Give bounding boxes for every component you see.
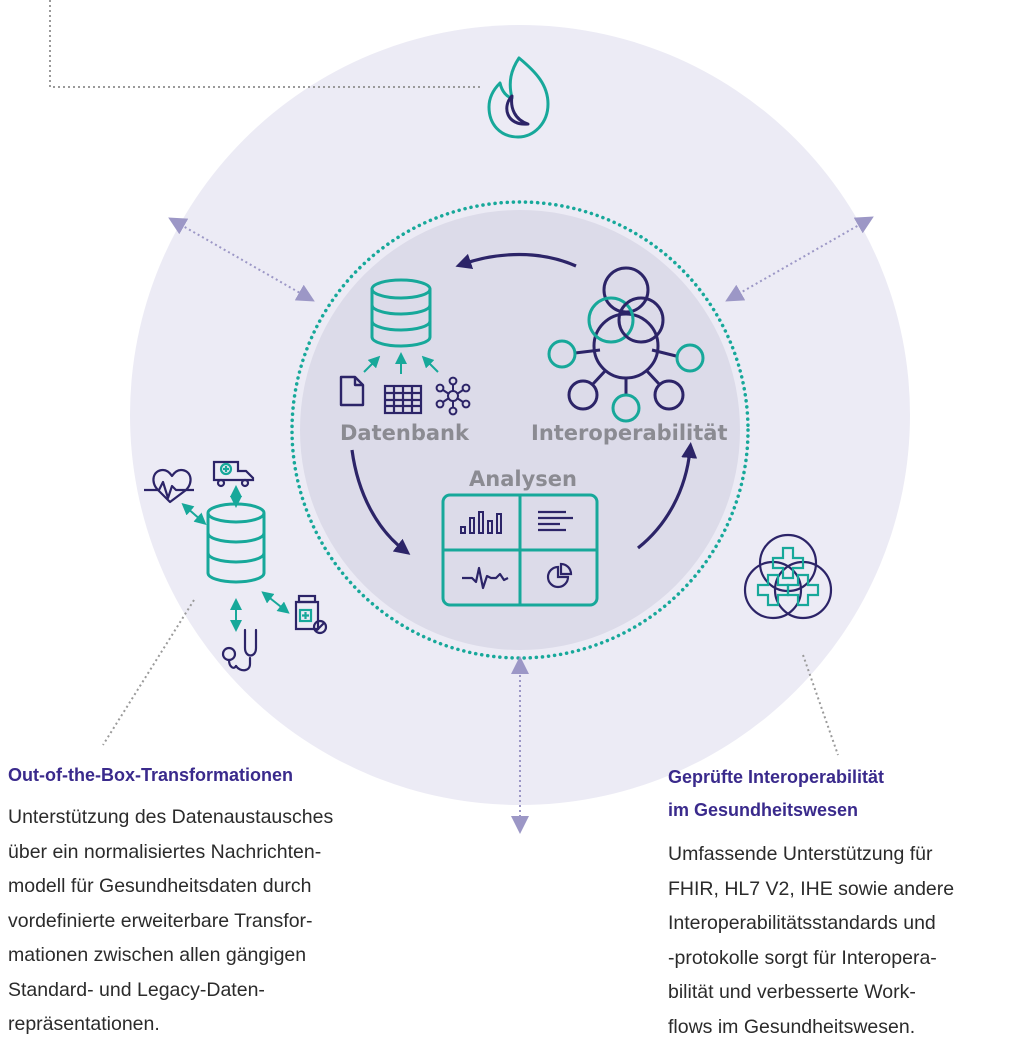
left-body-line: vordefinierte erweiterbare Transfor- [8,904,388,939]
analysen-label: Analysen [469,467,577,491]
left-body-line: über ein normalisiertes Nachrichten- [8,835,388,870]
right-block-title-line: im Gesundheitswesen [668,794,1003,827]
right-body-line: FHIR, HL7 V2, IHE sowie andere [668,872,1003,907]
left-body-line: Standard- und Legacy-Daten- [8,973,388,1008]
datenbank-label: Datenbank [340,421,470,445]
interoperabilitaet-label: Interoperabilität [531,421,728,445]
left-text-connector [103,600,194,745]
left-body-line: repräsentationen. [8,1007,388,1042]
left-body-line: modell für Gesundheitsdaten durch [8,869,388,904]
right-body-line: -protokolle sorgt für Interopera- [668,941,1003,976]
right-text-block: Geprüfte Interoperabilität im Gesundheit… [668,761,1003,1044]
right-body-line: Interoperabilitätsstandards und [668,906,1003,941]
left-block-title: Out-of-the-Box-Transformationen [8,759,388,792]
left-text-block: Out-of-the-Box-Transformationen Unterstü… [8,759,388,1042]
left-body-line: Unterstützung des Datenaustausches [8,800,388,835]
right-text-connector [803,655,838,755]
right-body-line: flows im Gesundheitswesen. [668,1010,1003,1044]
right-body-line: bilität und verbesserte Work- [668,975,1003,1010]
right-body-line: Umfassende Unterstützung für [668,837,1003,872]
right-block-title-line: Geprüfte Interoperabilität [668,761,1003,794]
left-body-line: mationen zwischen allen gängigen [8,938,388,973]
